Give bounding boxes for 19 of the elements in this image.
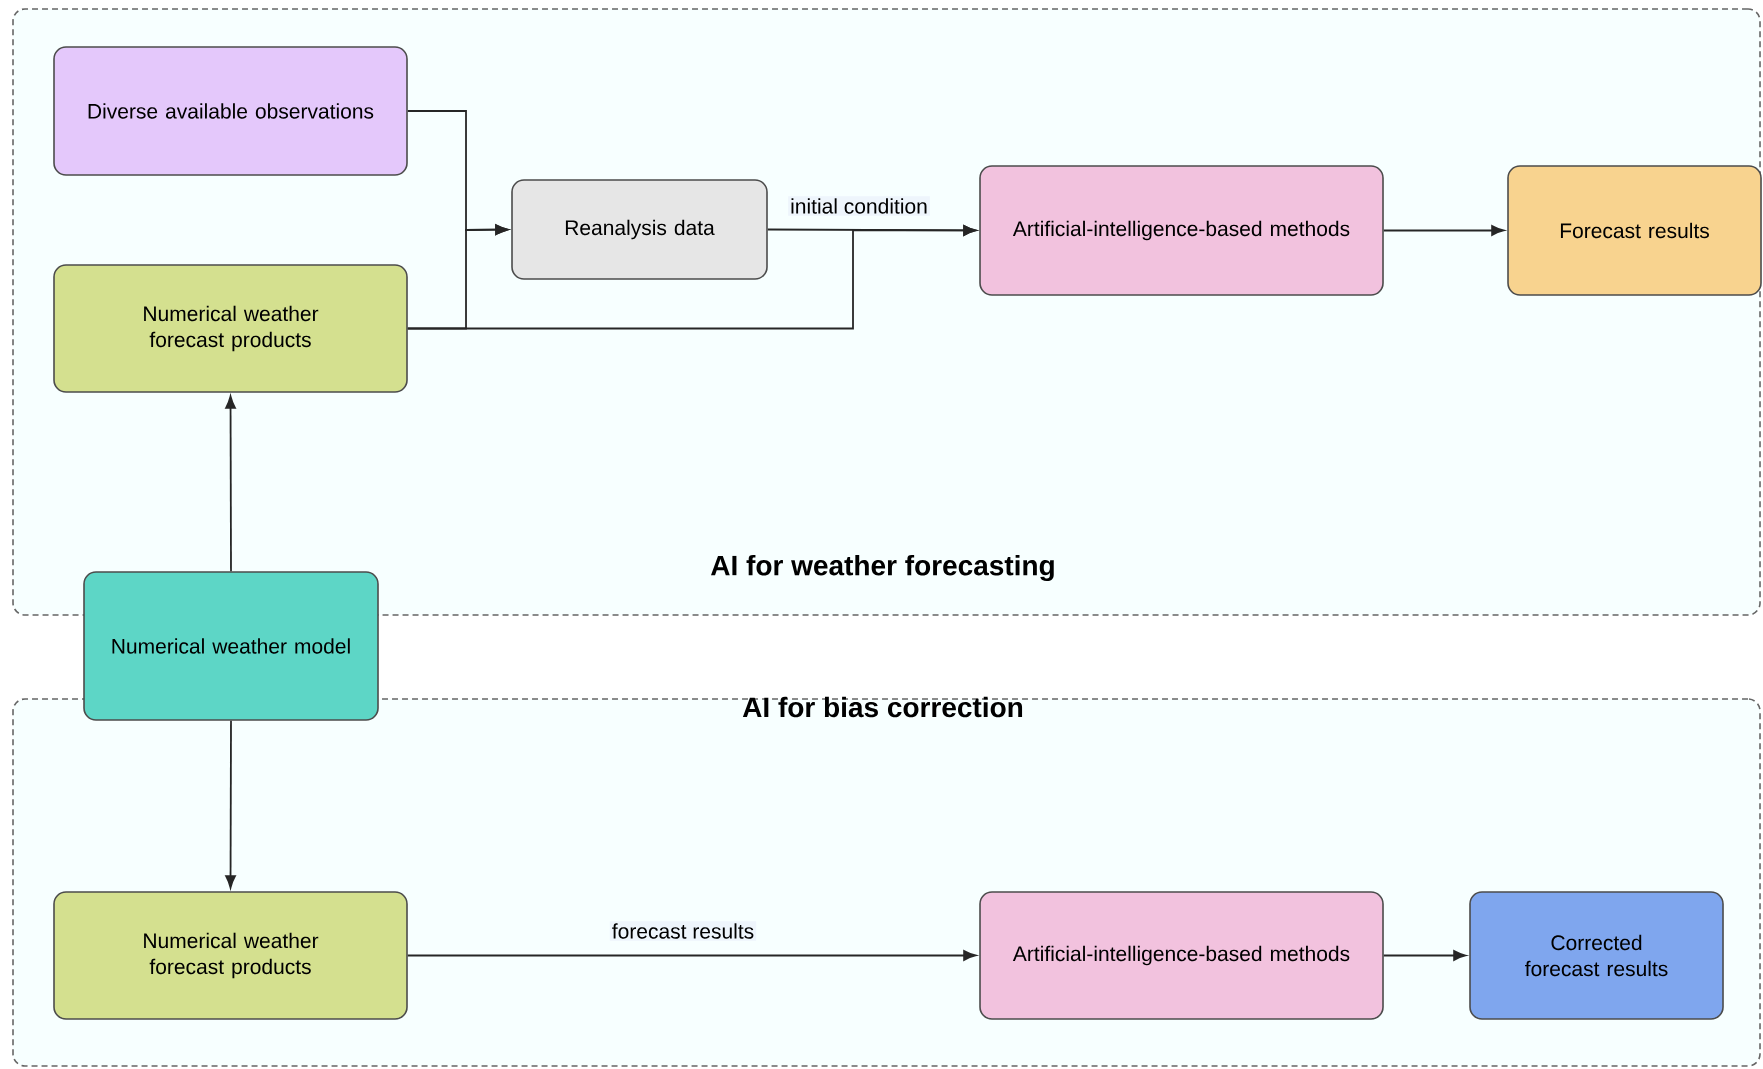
process-box: Numerical weather forecast products xyxy=(53,891,408,1020)
process-box: Diverse available observations xyxy=(53,46,408,176)
arrow xyxy=(1382,225,1505,236)
process-box: Numerical weather model xyxy=(83,571,379,721)
arrow xyxy=(1382,950,1467,961)
process-box: Artificial-intelligence-based methods xyxy=(979,165,1384,296)
arrow xyxy=(406,950,977,961)
process-box: Artificial-intelligence-based methods xyxy=(979,891,1384,1020)
arrow xyxy=(225,395,236,573)
arrow xyxy=(406,225,977,330)
process-box: Corrected forecast results xyxy=(1469,891,1724,1020)
panel-title: AI for bias correction xyxy=(742,696,1023,718)
process-box: Reanalysis data xyxy=(511,179,768,280)
arrow xyxy=(225,719,236,889)
edge-label: initial condition xyxy=(791,198,927,214)
edge-label: forecast results xyxy=(612,923,754,939)
panel-title: AI for weather forecasting xyxy=(711,554,1054,582)
process-box: Forecast results xyxy=(1507,165,1762,296)
process-box: Numerical weather forecast products xyxy=(53,264,408,393)
